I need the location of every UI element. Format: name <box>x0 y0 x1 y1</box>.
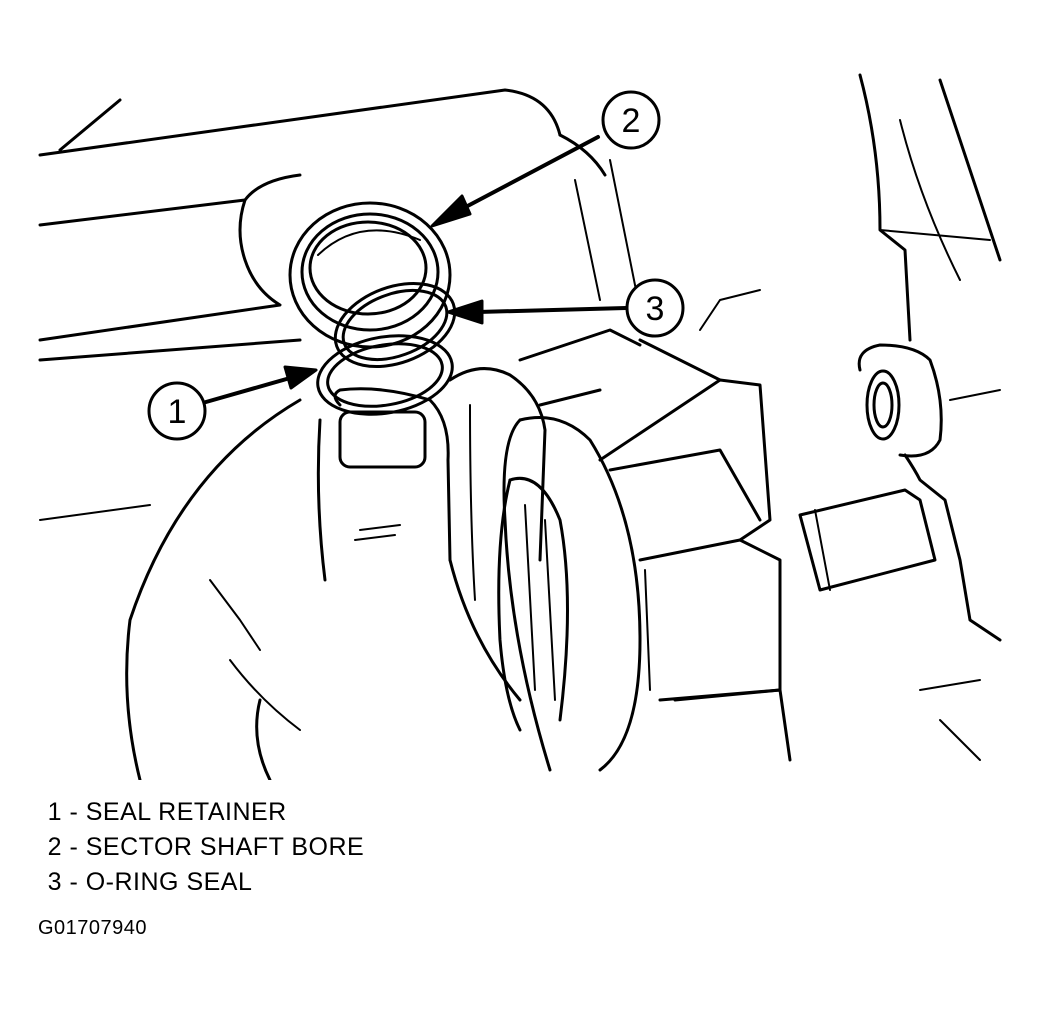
callout-3-number: 3 <box>646 290 665 328</box>
legend-item-1: 1 - SEAL RETAINER <box>40 795 364 830</box>
housing-ribs <box>598 289 792 762</box>
figure-id: G01707940 <box>38 917 148 939</box>
legend-number: 1 <box>47 798 62 826</box>
legend-number: 3 <box>47 868 62 896</box>
legend-separator: - <box>69 833 79 861</box>
legend-separator: - <box>69 868 79 896</box>
gear-housing <box>38 88 642 521</box>
callout-2: 2 <box>430 90 661 228</box>
pulley-flange <box>497 416 642 772</box>
legend-number: 2 <box>47 833 62 861</box>
o-ring-seal <box>333 281 457 369</box>
callout-1-number: 1 <box>168 393 187 431</box>
legend-label: SECTOR SHAFT BORE <box>85 833 365 861</box>
right-casting <box>798 73 1002 761</box>
legend-separator: - <box>69 798 79 826</box>
legend-item-3: 3 - O-RING SEAL <box>40 865 364 900</box>
legend-label: O-RING SEAL <box>85 868 253 896</box>
legend-item-2: 2 - SECTOR SHAFT BORE <box>40 830 364 865</box>
callout-2-number: 2 <box>622 102 641 140</box>
callout-1: 1 <box>147 365 318 441</box>
seal-installation-illustration: 2 3 1 <box>38 73 1002 780</box>
sector-shaft-bore <box>288 201 452 349</box>
callout-3: 3 <box>446 278 685 338</box>
parts-legend: 1 - SEAL RETAINER 2 - SECTOR SHAFT BORE … <box>40 795 364 900</box>
legend-label: SEAL RETAINER <box>85 798 287 826</box>
